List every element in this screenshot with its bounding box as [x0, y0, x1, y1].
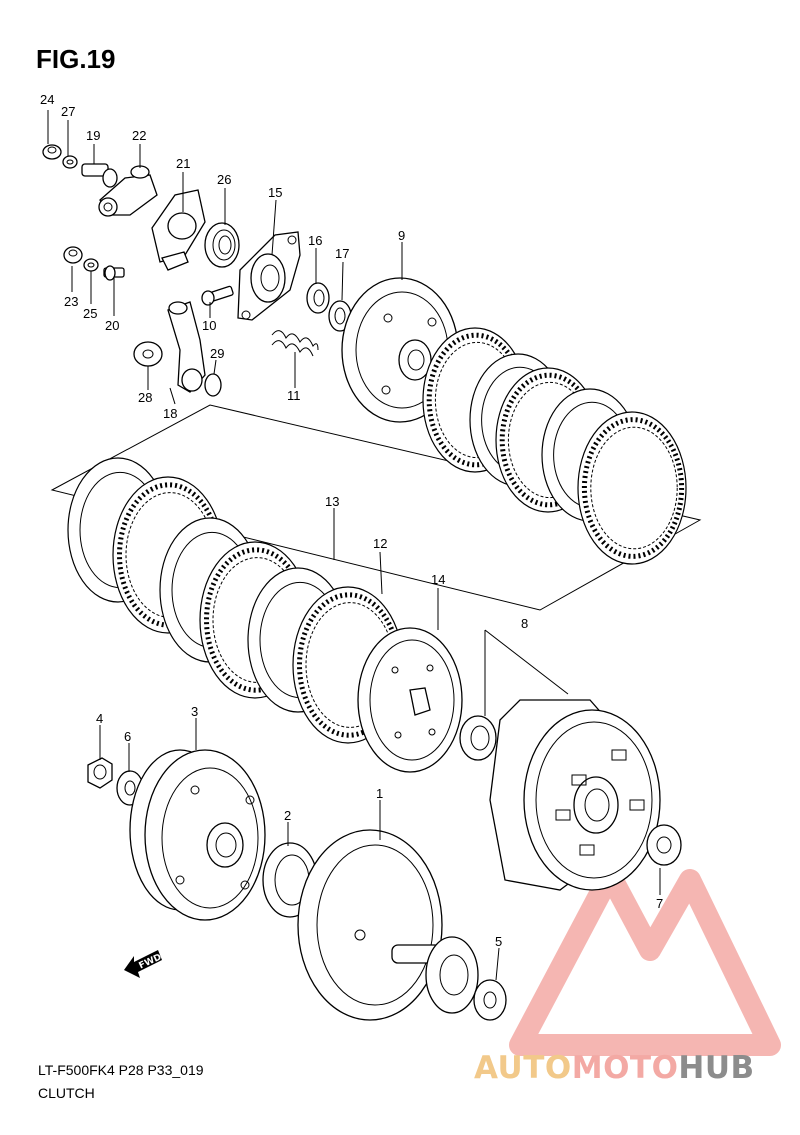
- part-11-springs: [271, 330, 319, 357]
- fwd-direction-marker: FWD: [124, 950, 163, 978]
- figure-title: FIG.19: [36, 44, 116, 74]
- callout-17: 17: [335, 246, 349, 261]
- callout-13: 13: [325, 494, 339, 509]
- clutch-plate-stack-lower: [67, 457, 404, 744]
- callout-16: 16: [308, 233, 322, 248]
- leader-lines: [47, 110, 661, 981]
- callout-8: 8: [521, 616, 528, 631]
- watermark-logo: [509, 864, 781, 1056]
- callout-11: 11: [287, 388, 301, 403]
- callout-15: 15: [268, 185, 282, 200]
- watermark-hub: HUB: [678, 1050, 755, 1086]
- callout-19: 19: [86, 128, 100, 143]
- part-19-bolt: [81, 163, 118, 188]
- callout-29: 29: [210, 346, 224, 361]
- callout-25: 25: [83, 306, 97, 321]
- callout-10: 10: [202, 318, 216, 333]
- part-1-clutch-drum: [297, 829, 479, 1021]
- part-24-nut: [42, 144, 62, 160]
- part-16-bearing: [306, 282, 330, 314]
- watermark-auto: AUTO: [474, 1050, 572, 1086]
- callout-9: 9: [398, 228, 405, 243]
- watermark-moto: MOTO: [571, 1050, 679, 1086]
- callout-1: 1: [376, 786, 383, 801]
- part-8-spacer: [459, 715, 497, 761]
- callout-3: 3: [191, 704, 198, 719]
- part-15-lifter-plate: [237, 231, 301, 321]
- callout-27: 27: [61, 104, 75, 119]
- part-4-nut: [87, 757, 113, 789]
- part-14-sleeve-hub: [357, 627, 463, 773]
- callout-20: 20: [105, 318, 119, 333]
- arrow-left-icon: [124, 950, 162, 978]
- plate-stack-bracket: [50, 404, 702, 611]
- callout-7: 7: [656, 896, 663, 911]
- callout-23: 23: [64, 294, 78, 309]
- clutch-plate-stack-upper: [422, 327, 687, 565]
- part-10-bolt: [201, 285, 234, 306]
- callout-4: 4: [96, 711, 103, 726]
- part-7-washer: [646, 824, 682, 866]
- callout-21: 21: [176, 156, 190, 171]
- part-21-release-cam: [151, 189, 206, 271]
- callout-28: 28: [138, 390, 152, 405]
- part-18-release-arm: [167, 301, 206, 393]
- upper-plate-5: [577, 411, 687, 565]
- callout-14: 14: [431, 572, 445, 587]
- callout-2: 2: [284, 808, 291, 823]
- part-29-circlip: [204, 373, 222, 397]
- part-26-bearing: [204, 222, 240, 268]
- part-8-clutch-housing: [489, 699, 661, 891]
- callout-26: 26: [217, 172, 231, 187]
- callout-5: 5: [495, 934, 502, 949]
- part-5-washer: [473, 979, 507, 1021]
- callout-18: 18: [163, 406, 177, 421]
- part-23-nut: [63, 246, 83, 264]
- part-20-bolt: [103, 265, 125, 281]
- callout-24: 24: [40, 92, 54, 107]
- watermark-text: AUTOMOTOHUB: [474, 1050, 755, 1086]
- part-28-washer: [133, 341, 163, 367]
- callout-12: 12: [373, 536, 387, 551]
- part-27-washer: [62, 155, 78, 169]
- callout-6: 6: [124, 729, 131, 744]
- part-25-washer: [83, 258, 99, 272]
- part-3-clutch-shoe-assembly: [129, 749, 266, 921]
- callout-22: 22: [132, 128, 146, 143]
- model-code: LT-F500FK4 P28 P33_019: [38, 1062, 204, 1078]
- callout-labels: 24 27 19 22 21 26 15 16 17 9 23 25 20 10…: [40, 92, 663, 949]
- section-name: CLUTCH: [38, 1085, 95, 1101]
